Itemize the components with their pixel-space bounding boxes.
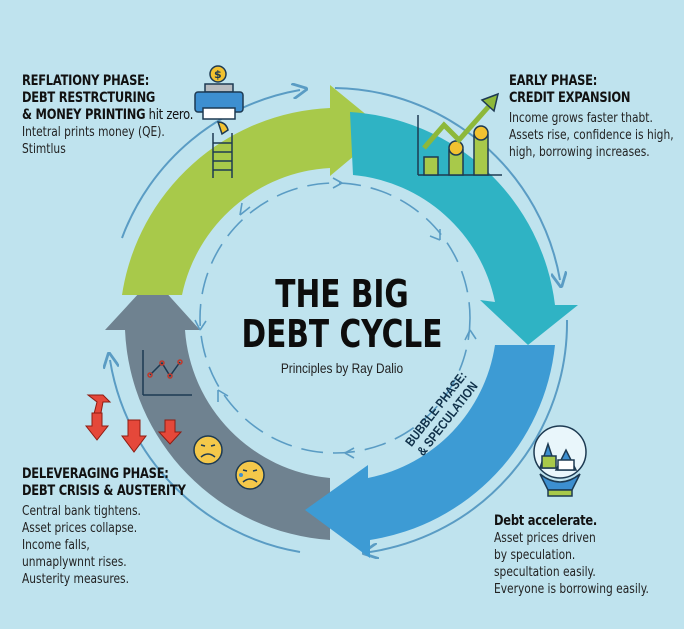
bubble-phase-block: Debt accelerate. Asset prices driven by …: [494, 513, 683, 598]
title-subtitle: Principles by Ray Dalio: [280, 360, 404, 376]
money-printer-ladder-icon: $: [194, 65, 244, 178]
reflationary-arrow: [122, 85, 385, 295]
early-body: Income grows faster thabt. Assets rise, …: [509, 110, 674, 161]
reflationary-body: Intetral prints money (QE). Stimtlus: [22, 124, 193, 158]
body-line: Stimtlus: [22, 142, 66, 157]
title-line-1: THE BIG: [275, 272, 409, 316]
body-line: Intetral prints money (QE).: [22, 125, 165, 140]
deleveraging-phase-block: DELEVERAGING PHASE: DEBT CRISIS & AUSTER…: [22, 466, 222, 588]
early-phase-block: EARLY PHASE: CREDIT EXPANSION Income gro…: [509, 73, 684, 161]
heading-line: & MONEY PRINTING: [22, 107, 146, 123]
body-line: Income grows faster thabt.: [509, 111, 653, 126]
inner-arrowhead: [239, 202, 251, 216]
center-title: THE BIG DEBT CYCLE Principles by Ray Dal…: [0, 274, 684, 376]
body-line: Income falls,: [22, 538, 90, 553]
body-line: high, borrowing increases.: [509, 145, 650, 160]
heading-tail: hit zero.: [145, 107, 194, 123]
heading-line: CREDIT EXPANSION: [509, 90, 631, 106]
body-line: Asset prices collapse.: [22, 521, 138, 536]
red-down-arrows-icon: [84, 394, 183, 453]
deleveraging-arrow: [105, 278, 330, 540]
reflationary-phase-block: REFLATIONY PHASE: DEBT RESTRCTURING & MO…: [22, 73, 231, 158]
body-line: Asset prices driven: [494, 531, 596, 546]
body-line: Everyone is borrowing easily.: [494, 582, 649, 597]
bubble-arrow: [305, 345, 555, 558]
heading-line: EARLY PHASE:: [509, 73, 598, 89]
body-line: Central bank tightens.: [22, 504, 141, 519]
heading-line: DEBT CRISIS & AUSTERITY: [22, 483, 186, 499]
falling-chart-icon: [142, 350, 192, 396]
heading-line: DEBT RESTRCTURING: [22, 90, 156, 106]
bubble-body: Asset prices driven by speculation. spec…: [494, 530, 649, 598]
rising-chart-coins-icon: [417, 92, 502, 176]
body-line: specultation easily.: [494, 565, 596, 580]
reflationary-heading: REFLATIONY PHASE: DEBT RESTRCTURING & MO…: [22, 73, 193, 124]
body-line: Assets rise, confidence is high,: [509, 128, 674, 143]
body-line: Austerity measures.: [22, 572, 129, 587]
heading-line: DELEVERAGING PHASE:: [22, 466, 169, 482]
deleveraging-heading: DELEVERAGING PHASE: DEBT CRISIS & AUSTER…: [22, 466, 186, 500]
deleveraging-body: Central bank tightens. Asset prices coll…: [22, 503, 186, 588]
body-line: unmaplywnnt rises.: [22, 555, 127, 570]
early-arrow: [350, 112, 578, 345]
inner-dashed-ring: [199, 182, 471, 454]
outer-thin-ring: [110, 88, 569, 552]
title-line-2: DEBT CYCLE: [241, 312, 443, 356]
body-line: by speculation.: [494, 548, 576, 563]
crying-face-icon: [235, 460, 265, 490]
heading-line: REFLATIONY PHASE:: [22, 73, 150, 89]
svg-text:$: $: [214, 68, 222, 81]
sad-face-icon: [193, 435, 223, 465]
house-snowglobe-icon: [533, 425, 587, 497]
bubble-heading: Debt accelerate.: [494, 513, 597, 529]
early-heading: EARLY PHASE: CREDIT EXPANSION: [509, 73, 674, 107]
